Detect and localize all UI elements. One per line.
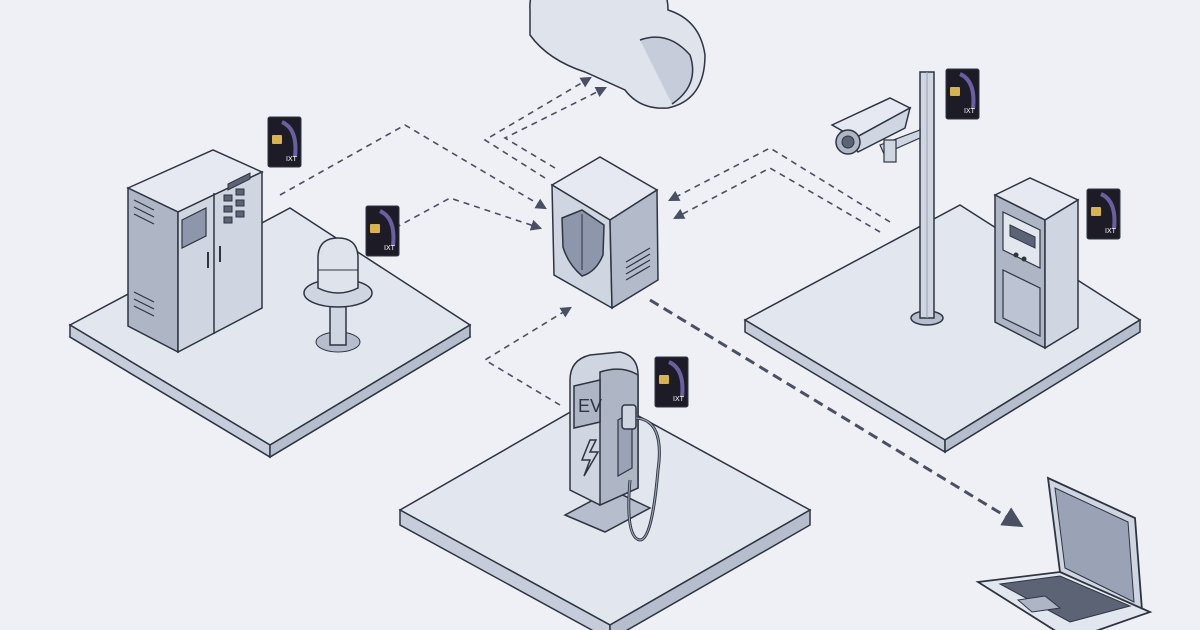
sim-label: IXT xyxy=(286,156,298,163)
link-camera-gateway xyxy=(668,147,891,223)
sim-card-icon: IXT xyxy=(945,68,980,120)
sim-label: IXT xyxy=(964,108,976,115)
platform-left xyxy=(68,207,472,459)
link-gateway-laptop xyxy=(649,298,1024,528)
control-cabinet-icon[interactable] xyxy=(126,149,264,354)
ev-label: EV xyxy=(578,396,602,416)
link-ev-gateway xyxy=(483,306,572,406)
link-gateway-cloud-2 xyxy=(503,86,608,169)
sim-card-icon: IXT xyxy=(267,116,302,168)
sim-card-icon: IXT xyxy=(654,356,689,408)
cloud-icon xyxy=(529,0,706,109)
ev-charger-icon[interactable]: EV xyxy=(563,351,661,542)
sim-label: IXT xyxy=(1105,228,1117,235)
link-sensor-gateway xyxy=(394,197,543,231)
connections xyxy=(279,76,1024,528)
shield-icon xyxy=(561,209,605,277)
meter-icon[interactable] xyxy=(993,177,1080,350)
laptop-icon[interactable] xyxy=(975,476,1153,630)
link-cabinet-gateway xyxy=(279,124,547,210)
platform-right xyxy=(743,204,1142,454)
sim-card-icon: IXT xyxy=(365,205,400,257)
sim-label: IXT xyxy=(673,396,685,403)
cctv-camera-icon[interactable] xyxy=(830,71,944,326)
link-gateway-cloud-1 xyxy=(483,76,592,179)
sim-label: IXT xyxy=(384,245,396,252)
sensor-dome-icon[interactable] xyxy=(303,237,373,353)
sim-card-icon: IXT xyxy=(1086,188,1121,240)
secure-gateway[interactable] xyxy=(550,156,659,310)
link-meter-gateway xyxy=(673,167,881,233)
